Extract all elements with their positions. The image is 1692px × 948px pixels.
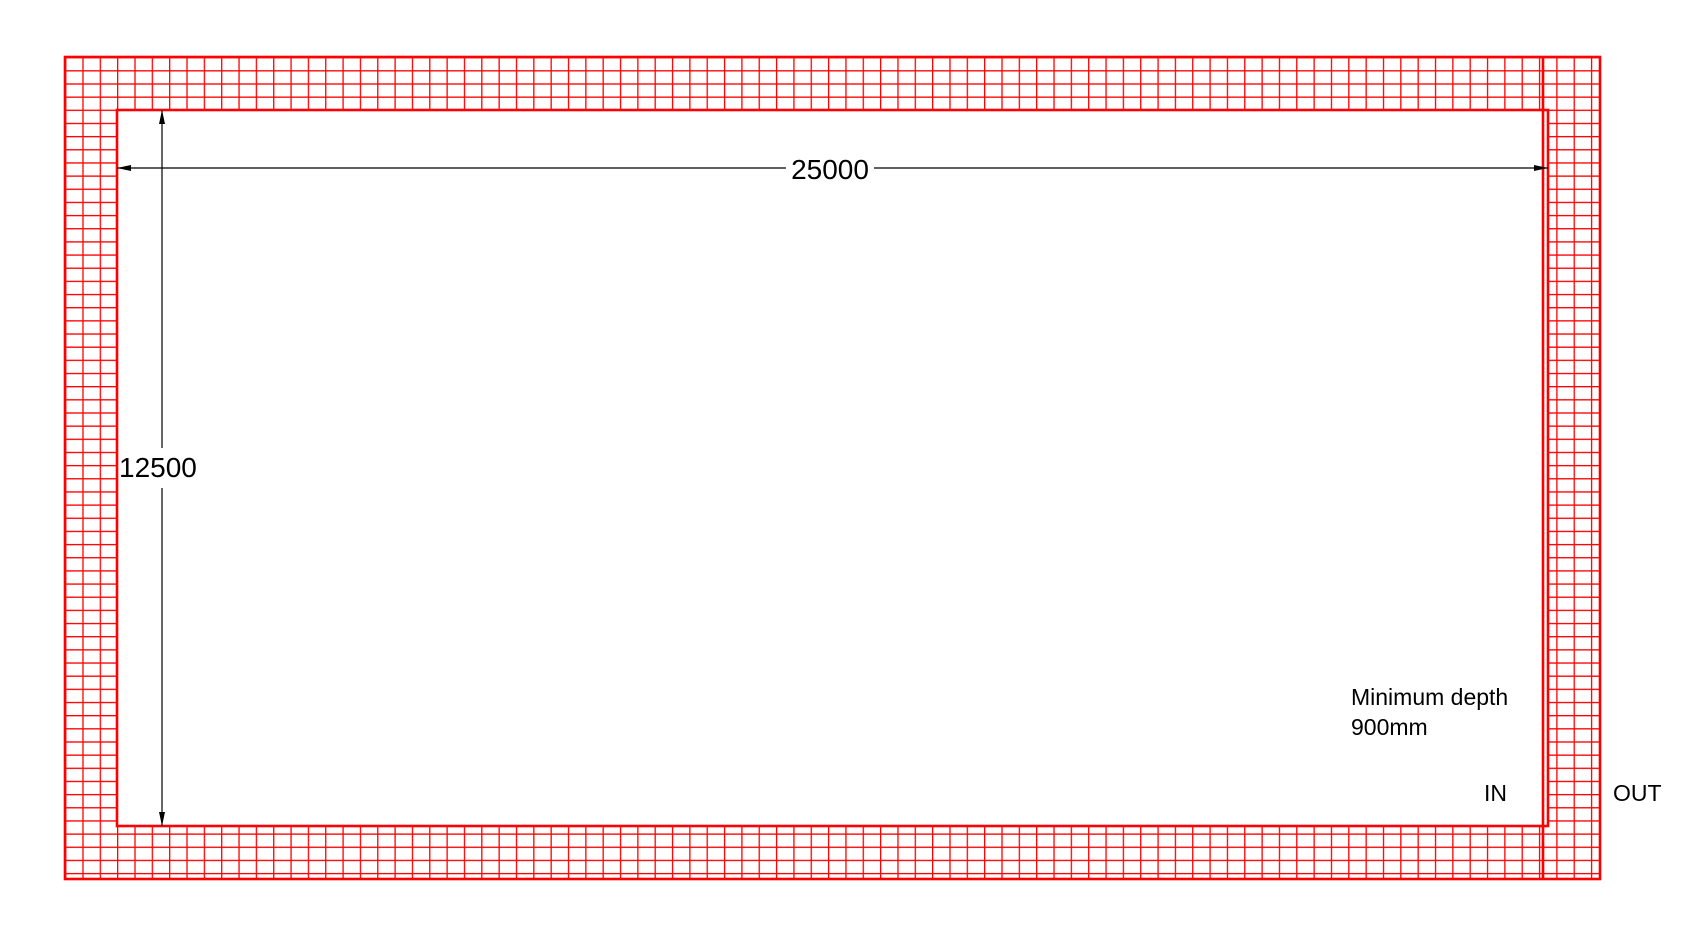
depth-note-line1: Minimum depth	[1351, 684, 1508, 710]
depth-note: Minimum depth 900mm	[1351, 684, 1508, 740]
mesh-border	[63, 55, 1602, 881]
length-dimension: 25000	[117, 154, 1548, 185]
inlet-label: IN	[1484, 780, 1507, 806]
depth-note-line2: 900mm	[1351, 714, 1428, 740]
width-dimension: 12500	[119, 110, 197, 826]
mesh-inner-frame	[115, 108, 1550, 828]
length-arrow-right	[1534, 165, 1548, 171]
width-arrow-top	[159, 110, 165, 124]
width-dimension-label: 12500	[119, 452, 197, 483]
mesh-outer-frame	[63, 55, 1602, 881]
width-arrow-bottom	[159, 812, 165, 826]
mesh-band-left	[65, 57, 117, 879]
length-arrow-left	[117, 165, 131, 171]
mesh-band-right	[1548, 57, 1600, 879]
length-dimension-label: 25000	[791, 154, 869, 185]
mesh-band-top	[65, 57, 1600, 110]
mesh-band-bottom	[65, 826, 1600, 879]
outlet-label: OUT	[1613, 780, 1662, 806]
